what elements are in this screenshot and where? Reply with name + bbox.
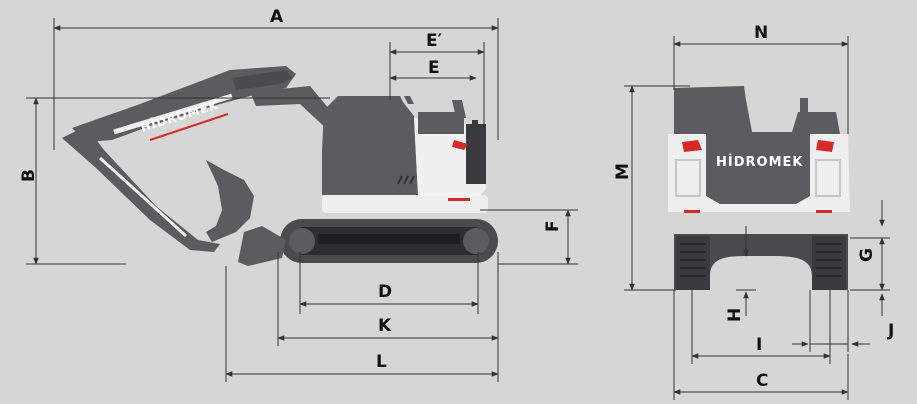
side-arm bbox=[62, 126, 220, 252]
side-dimension-lines bbox=[26, 18, 578, 382]
dim-label-g: G bbox=[857, 248, 877, 262]
dim-label-n: N bbox=[754, 23, 768, 43]
dim-label-i: I bbox=[756, 335, 762, 355]
side-view: HİDROMEK bbox=[19, 7, 578, 382]
dim-label-j: J bbox=[887, 321, 894, 341]
dozer-blade bbox=[238, 226, 286, 266]
dim-label-l: L bbox=[376, 352, 387, 372]
front-undercarriage bbox=[674, 234, 848, 290]
front-upper-structure: HİDROMEK bbox=[668, 86, 850, 213]
dim-label-h: H bbox=[725, 308, 745, 322]
dim-label-f: F bbox=[543, 220, 563, 232]
dim-label-k: K bbox=[378, 316, 392, 336]
dim-label-e: E bbox=[428, 58, 440, 78]
dim-label-b: B bbox=[19, 169, 39, 182]
front-brand-logo: HİDROMEK bbox=[716, 154, 803, 170]
front-view: HİDROMEK bbox=[613, 23, 894, 400]
side-boom: HİDROMEK bbox=[72, 66, 340, 142]
side-upper-structure bbox=[322, 96, 488, 213]
dim-label-a: A bbox=[270, 7, 284, 27]
dim-label-c: C bbox=[756, 371, 768, 391]
dim-label-e-prime: E′ bbox=[426, 31, 443, 51]
dim-label-d: D bbox=[378, 282, 392, 302]
side-bucket bbox=[206, 160, 254, 242]
side-track bbox=[280, 219, 498, 263]
front-dimension-lines bbox=[624, 36, 890, 400]
dim-label-m: M bbox=[613, 163, 633, 180]
